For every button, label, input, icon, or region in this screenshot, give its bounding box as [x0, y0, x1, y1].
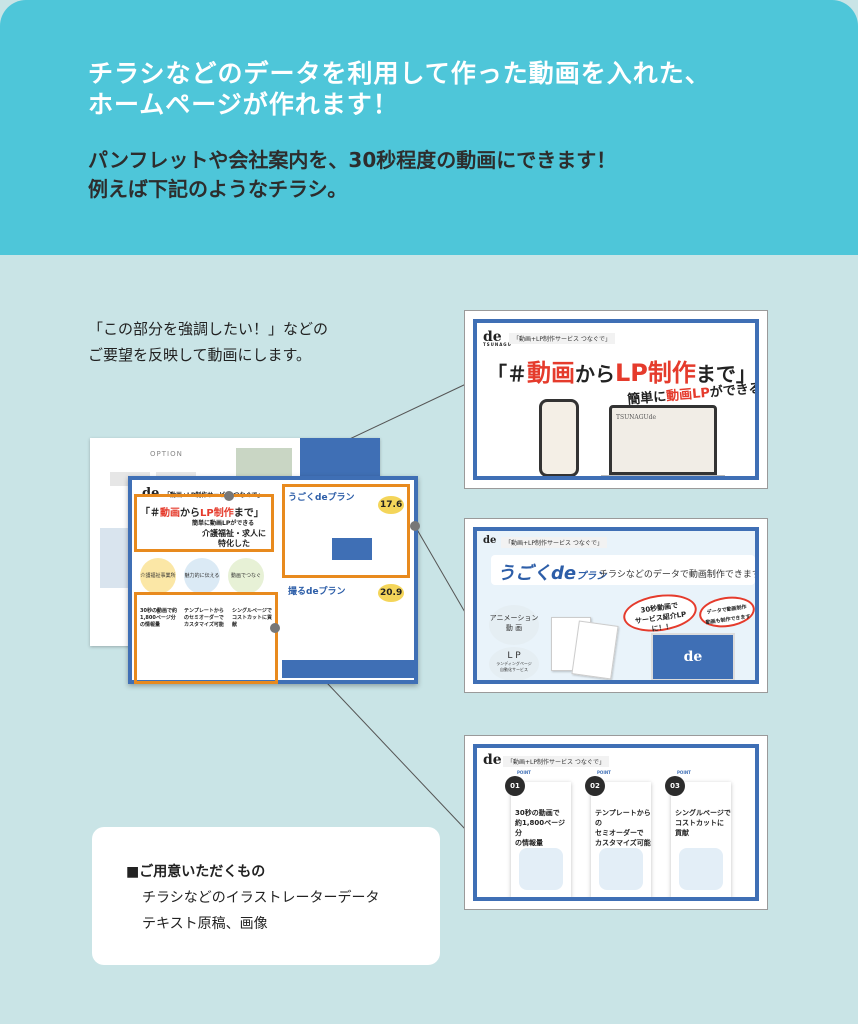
flyer-video-thumb: [332, 538, 372, 560]
preparation-heading: ■ご用意いただくもの: [126, 864, 266, 880]
flyer-price1: 17.6: [378, 496, 405, 514]
brand-logo: de: [483, 535, 497, 546]
point-number: 01: [505, 776, 525, 796]
flyer-thumbnail: [571, 620, 619, 680]
connector-dot: [270, 623, 280, 633]
option-label: OPTION: [150, 450, 183, 458]
video-screen: de: [651, 633, 735, 680]
point-text: シングルページで コストカットに 貢献: [675, 809, 731, 837]
service-label: 「動画+LP制作サービス つなぐで」: [509, 333, 615, 344]
preview-card-points: de 「動画+LP制作サービス つなぐで」 POINT 01 30秒の動画で 約…: [464, 735, 768, 910]
intro-text: 「この部分を強調したい！」などの ご要望を反映して動画にします。: [88, 320, 329, 364]
flyer-headline-sub: 簡単に動画LPができる: [192, 520, 255, 527]
callout-bubble: 30秒動画で サービス紹介LPに！！: [620, 590, 700, 636]
laptop-base: [601, 475, 725, 476]
connector-dot: [410, 521, 420, 531]
preparation-item: テキスト原稿、画像: [142, 916, 268, 932]
preparation-box: ■ご用意いただくもの チラシなどのイラストレーターデータ テキスト原稿、画像: [92, 827, 440, 965]
card-headline: 「＃動画からLP制作まで」: [487, 359, 756, 387]
plan-title: うごくdeプラン: [497, 563, 607, 584]
flyer-point: 30秒の動画で約1,800ページ分の情報量: [140, 608, 177, 628]
animation-label: アニメーション 動 画: [489, 605, 539, 645]
flyer-point: シングルページでコストカットに貢献: [232, 608, 273, 628]
service-label: 「動画+LP制作サービス つなぐで」: [501, 537, 607, 548]
person-idea-illustration: [599, 848, 643, 890]
flyer-footer-bar: [282, 660, 414, 678]
header-banner: チラシなどのデータを利用して作った動画を入れた、 ホームページが作れます！ パン…: [0, 0, 858, 255]
laptop-mockup: TSUNAGUde: [609, 405, 717, 475]
point-text: 30秒の動画で 約1,800ページ分 の情報量: [515, 809, 566, 847]
connector-dot: [224, 491, 234, 501]
flyer-care-2: 特化した: [218, 539, 250, 548]
highlight-box-plan: [282, 484, 410, 578]
point-card-2: POINT 02 テンプレートからの セミオーダーで カスタマイズ可能: [585, 770, 651, 897]
flyer-circle: 動画でつなぐ: [228, 558, 264, 594]
page-title: チラシなどのデータを利用して作った動画を入れた、 ホームページが作れます！: [88, 59, 711, 119]
preview-card-plan: de 「動画+LP制作サービス つなぐで」 うごくdeプラン チラシなどのデータ…: [464, 518, 768, 693]
flyer-headline: 「＃動画からLP制作まで」: [140, 508, 264, 519]
flyer-circle: 魅力的に伝える: [184, 558, 220, 594]
coins-hand-illustration: [679, 848, 723, 890]
preparation-item: チラシなどのイラストレーターデータ: [142, 890, 380, 906]
flyer-plan2: 撮るdeプラン: [288, 587, 346, 597]
flyer-devices: [100, 528, 130, 588]
flyer-front-page: de 「動画+LP制作サービス つなぐで」 「＃動画からLP制作まで」 簡単に動…: [128, 476, 418, 684]
point-card-3: POINT 03 シングルページで コストカットに 貢献: [665, 770, 731, 897]
point-number: 03: [665, 776, 685, 796]
phone-mockup: [539, 399, 579, 476]
flyer-point: テンプレートからのセミオーダーでカスタマイズ可能: [184, 608, 224, 628]
highlight-box-points: [134, 592, 278, 684]
point-number: 02: [585, 776, 605, 796]
brand-logo: de: [483, 752, 502, 768]
point-text: テンプレートからの セミオーダーで カスタマイズ可能: [595, 809, 651, 847]
flyer-plan1: うごくdeプラン: [288, 493, 355, 503]
highlight-box-headline: [134, 494, 274, 552]
flyer-care-1: 介護福祉・求人に: [202, 529, 266, 538]
flyer-price2: 20.9: [378, 584, 405, 602]
plan-tagline: チラシなどのデータで動画制作できます！: [599, 570, 759, 580]
flyer-logo: de: [142, 486, 160, 501]
callout-bubble: データで動画制作 動画も制作できます: [697, 593, 755, 631]
point-card-1: POINT 01 30秒の動画で 約1,800ページ分 の情報量: [505, 770, 571, 897]
flyer-circle: 介護福祉事業所を: [140, 558, 176, 615]
page-subtitle: パンフレットや会社案内を、30秒程度の動画にできます！ 例えば下記のようなチラシ…: [88, 148, 617, 201]
person-laptop-illustration: [519, 848, 563, 890]
service-label: 「動画+LP制作サービス つなぐで」: [503, 756, 609, 767]
